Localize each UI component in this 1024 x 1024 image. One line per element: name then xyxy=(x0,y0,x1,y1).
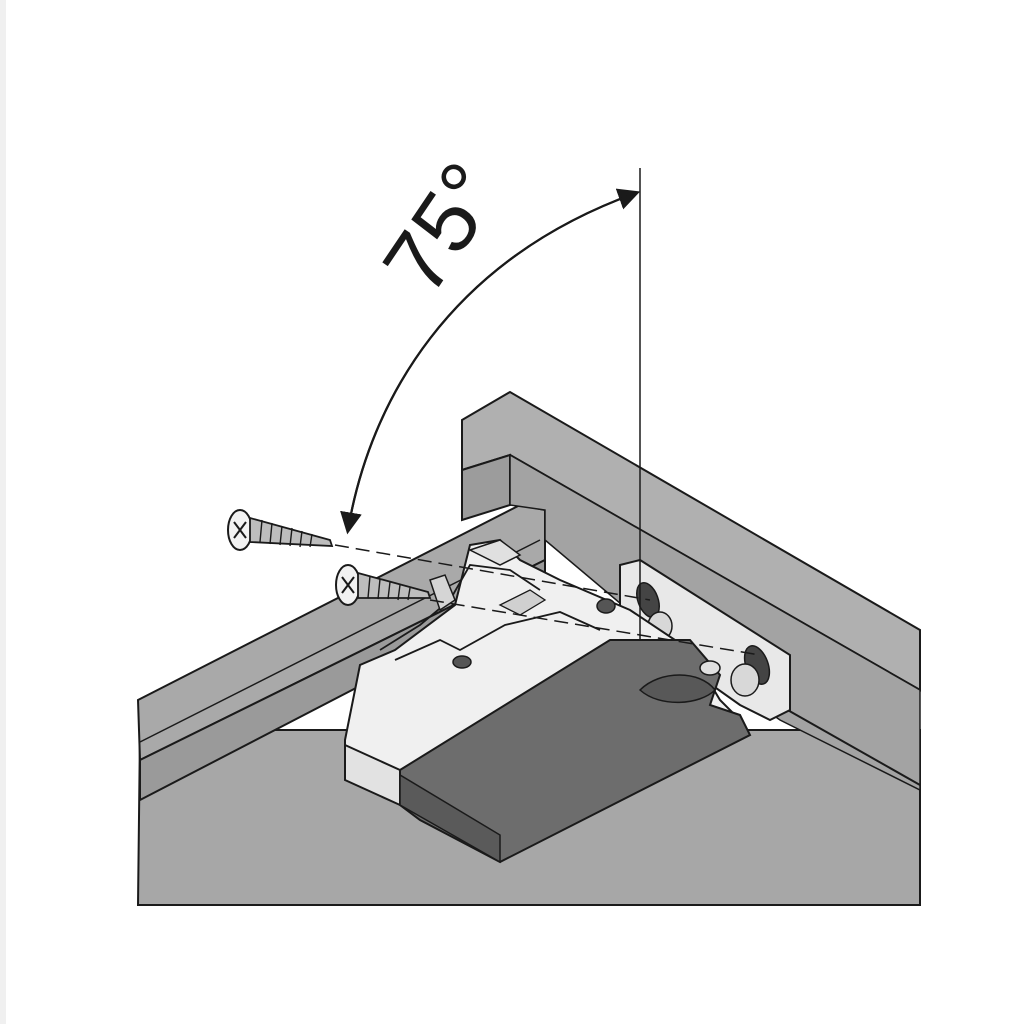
angle-arrow-icon xyxy=(340,191,637,535)
drawer-clip-cap xyxy=(399,639,752,864)
screw-guide-lines xyxy=(334,544,761,656)
screw-icon xyxy=(227,509,334,551)
angle-label: 75° xyxy=(364,145,520,311)
page-edge xyxy=(0,0,6,1024)
screw-icon xyxy=(335,564,432,606)
